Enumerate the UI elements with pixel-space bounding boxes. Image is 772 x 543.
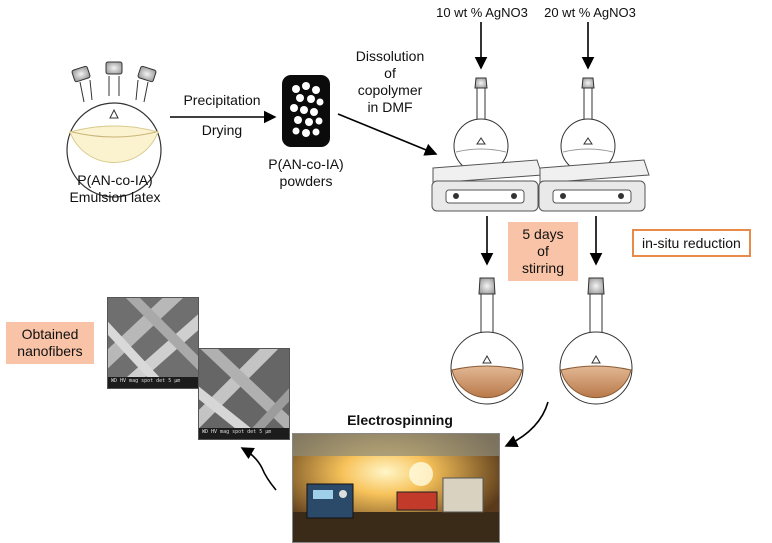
precipitation-text: Precipitation (183, 92, 261, 108)
sem-image-1: WD HV mag spot det 5 µm (107, 297, 199, 389)
powder-caption: P(AN-co-IA) powders (256, 156, 356, 190)
silver-flask-1-icon (450, 277, 524, 405)
powder-caption-line2: powders (279, 173, 333, 189)
latex-caption: P(AN-co-IA) Emulsion latex (60, 172, 170, 206)
latex-caption-line2: Emulsion latex (69, 189, 161, 205)
stirrer-flask-10-icon (431, 77, 543, 212)
arrow-to-nanofibers (240, 447, 277, 491)
stirring-badge: 5 days of stirring (508, 222, 578, 281)
silver-flask-2-icon (559, 277, 633, 405)
stirring-line3: stirring (521, 260, 564, 276)
dissolution-line2: of (384, 65, 396, 81)
sem-fibers-1 (108, 298, 198, 388)
latex-caption-line1: P(AN-co-IA) (77, 172, 153, 188)
dissolution-line4: in DMF (367, 99, 413, 115)
agno3-20-label: 20 wt % AgNO3 (544, 5, 636, 20)
three-neck-flask-icon (66, 61, 162, 198)
dissolution-label: Dissolution of copolymer in DMF (340, 48, 440, 116)
insitu-reduction-box: in-situ reduction (632, 229, 751, 257)
obtained-nanofibers-badge: Obtained nanofibers (6, 322, 94, 364)
obtained-line2: nanofibers (17, 343, 83, 359)
electrospinning-label: Electrospinning (347, 412, 453, 428)
stirring-line2: of (537, 243, 549, 259)
drying-text: Drying (201, 122, 243, 138)
sem1-meta: WD HV mag spot det 5 µm (111, 378, 181, 384)
arrow-dissolution (337, 113, 438, 156)
stirrer-flask-20-icon (538, 77, 650, 212)
powder-caption-line1: P(AN-co-IA) (268, 156, 344, 172)
sem-image-2: WD HV mag spot det 5 µm (198, 348, 290, 440)
electrospinning-photo (292, 433, 500, 543)
dissolution-line1: Dissolution (355, 48, 425, 64)
dissolution-line3: copolymer (357, 82, 423, 98)
step-precipitation-label: Precipitation (172, 92, 272, 109)
agno3-10-label: 10 wt % AgNO3 (436, 5, 528, 20)
step-drying-label: Drying (172, 122, 272, 139)
electrospinning-scene (293, 434, 499, 542)
arrow-to-electrospinning (504, 401, 549, 448)
sem-fibers-2 (199, 349, 289, 439)
stirring-line1: 5 days (522, 226, 564, 242)
sem2-meta: WD HV mag spot det 5 µm (202, 429, 272, 435)
obtained-line1: Obtained (21, 326, 79, 342)
powder-icon (282, 75, 330, 147)
